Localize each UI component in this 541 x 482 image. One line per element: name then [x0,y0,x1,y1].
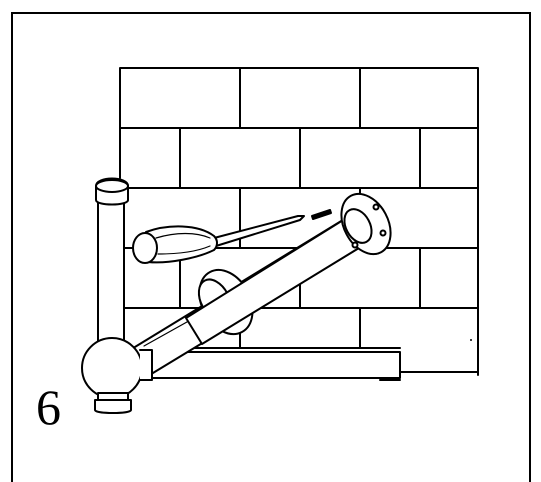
screw-icon [311,209,332,220]
assembly-illustration [81,67,479,414]
corner-joint [81,337,153,414]
vertical-post [95,177,129,351]
end-flange [340,192,392,256]
screwdriver-icon [132,215,305,264]
instruction-frame [11,12,531,482]
step-number: 6 [36,379,61,435]
